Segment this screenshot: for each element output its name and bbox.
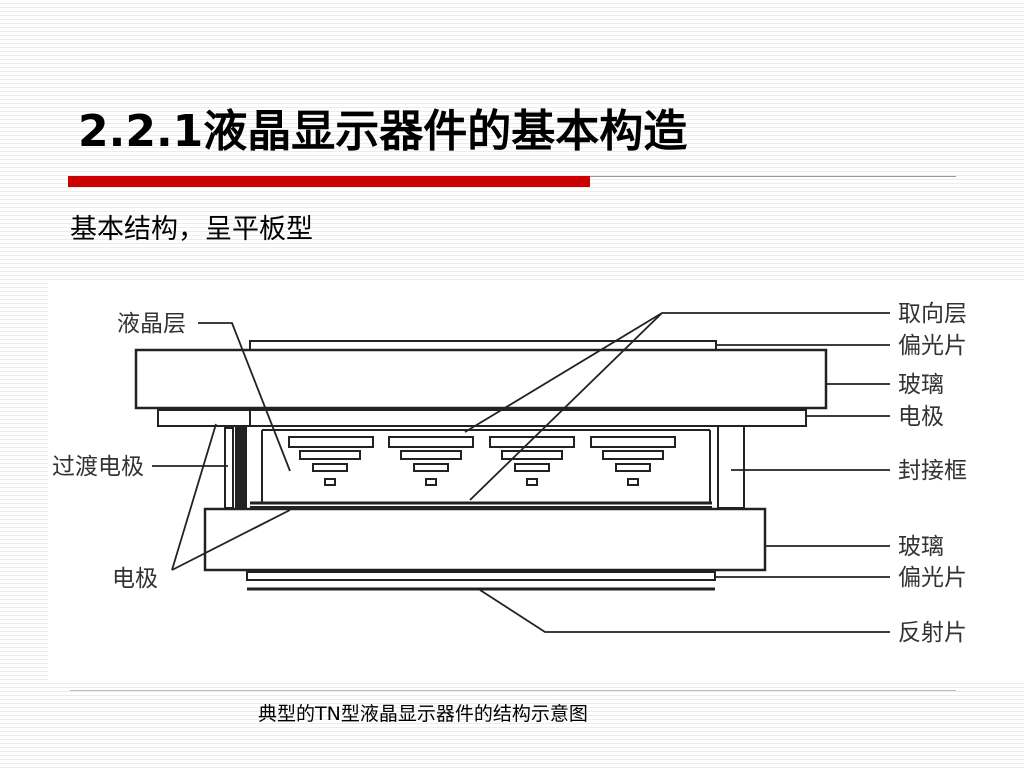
- label-transition-electrode: 过渡电极: [52, 454, 144, 480]
- label-glass-top: 玻璃: [898, 372, 944, 398]
- top-glass: [134, 348, 828, 410]
- transition-electrode: [224, 427, 234, 509]
- label-reflector: 反射片: [898, 620, 967, 646]
- bottom-glass: [203, 507, 767, 572]
- caption-divider: [70, 690, 956, 691]
- slide-title: 2.2.1液晶显示器件的基本构造: [78, 106, 688, 157]
- top-electrode: [157, 409, 807, 427]
- label-alignment-layer: 取向层: [898, 301, 967, 327]
- title-underline-thin: [590, 176, 956, 177]
- slide-subtitle: 基本结构，呈平板型: [70, 214, 313, 245]
- leader-lines: [152, 312, 890, 633]
- label-polarizer-top: 偏光片: [898, 333, 967, 359]
- segment-electrodes: [288, 436, 676, 486]
- label-polarizer-bottom: 偏光片: [898, 565, 967, 591]
- left-seal: [235, 427, 247, 509]
- bottom-polarizer: [246, 571, 716, 581]
- label-glass-bottom: 玻璃: [898, 534, 944, 560]
- label-electrode-right: 电极: [898, 404, 944, 430]
- top-polarizer: [249, 340, 717, 351]
- label-electrode-left: 电极: [112, 566, 158, 592]
- label-liquid-crystal-layer: 液晶层: [117, 311, 186, 337]
- sealing-frame: [717, 425, 745, 509]
- diagram-caption: 典型的TN型液晶显示器件的结构示意图: [258, 703, 588, 725]
- title-underline-red: [68, 176, 590, 187]
- label-sealing-frame: 封接框: [898, 458, 967, 484]
